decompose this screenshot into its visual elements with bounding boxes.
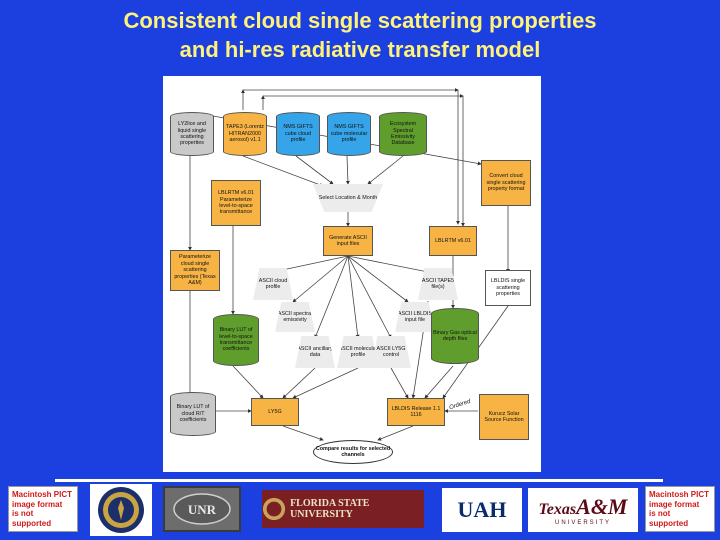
generate-ascii-input: Generate ASCII input files bbox=[323, 226, 373, 256]
fsu-seal-icon bbox=[262, 497, 286, 521]
tamu-am-text: A&M bbox=[576, 494, 628, 519]
ascii-lbldis-input: ASCII LBLDIS input file bbox=[395, 302, 435, 332]
parameterize-cloud-box: Parameterize cloud single scattering pro… bbox=[170, 250, 220, 291]
ascii-ancillary-data: ASCII ancillary data bbox=[295, 336, 335, 368]
navy-seal-icon bbox=[98, 487, 144, 533]
fsu-text: FLORIDA STATE UNIVERSITY bbox=[290, 498, 370, 520]
nms-molecular-profile: NMS GIFTS cube molecular profile bbox=[327, 112, 371, 156]
select-location-month: Select Location & Month bbox=[313, 184, 383, 212]
title-line-1: Consistent cloud single scattering prope… bbox=[123, 8, 597, 33]
kurucz-solar-box: Kurucz Solar Source Function bbox=[479, 394, 529, 440]
compare-results-oval: Compare results for selected channels bbox=[313, 440, 393, 464]
pict-placeholder-right: Macintosh PICT image format is not suppo… bbox=[645, 486, 715, 532]
lbldis-release-box: LBLDIS Release 1.1 1116 bbox=[387, 398, 445, 426]
pict-left-line-3: is not supported bbox=[12, 509, 52, 528]
ascii-spectral-emissivity: ASCII spectral emissivity bbox=[275, 302, 315, 332]
pict-left-line-1: Macintosh PICT bbox=[12, 490, 73, 499]
fsu-logo: FLORIDA STATE UNIVERSITY bbox=[262, 490, 424, 528]
divider-line bbox=[55, 479, 663, 482]
pict-right-line-2: image format bbox=[649, 499, 700, 509]
unr-emblem-icon: UNR bbox=[173, 493, 231, 525]
tape3-database: TAPE3 (Lorentz HITRAN2000 aerosol) v1.1 bbox=[223, 112, 267, 156]
nms-cloud-profile: NMS GIFTS cube cloud profile bbox=[276, 112, 320, 156]
slide-title: Consistent cloud single scattering prope… bbox=[0, 6, 720, 64]
lblrtm-right-box: LBLRTM v6.01 bbox=[429, 226, 477, 256]
tamu-texas-text: Texas bbox=[538, 501, 577, 518]
unr-logo: UNR bbox=[163, 486, 241, 532]
ecosystem-emissivity-database: Ecosystem Spectral Emissivity Database bbox=[379, 112, 427, 156]
pict-right-line-1: Macintosh PICT bbox=[649, 490, 710, 499]
uah-text: UAH bbox=[457, 497, 507, 522]
ly2-scattering-properties: LY2lice and liquid single scattering pro… bbox=[170, 112, 214, 156]
navy-seal-logo bbox=[90, 484, 152, 536]
pict-placeholder-left: Macintosh PICT image format is not suppo… bbox=[8, 486, 78, 532]
binary-lut-level-to-space: Binary LUT of level-to-space transmittan… bbox=[213, 314, 259, 366]
title-line-2: and hi-res radiative transfer model bbox=[179, 37, 541, 62]
convert-format-box: Convert cloud single scattering property… bbox=[481, 160, 531, 206]
binary-gas-optical-depth: Binary Gas optical depth files bbox=[431, 308, 479, 364]
flowchart-panel: LY2lice and liquid single scattering pro… bbox=[163, 76, 541, 472]
uah-logo: UAH bbox=[442, 488, 522, 532]
lblrtm-left-box: LBLRTM v6.01 Parameterize level-to-space… bbox=[211, 180, 261, 226]
ascii-molecular-profile: ASCII molecular profile bbox=[337, 336, 379, 368]
ascii-tape5: ASCII TAPE5 file(s) bbox=[418, 268, 458, 300]
binary-lut-cloud: Binary LUT of cloud R/T coefficients bbox=[170, 392, 216, 436]
tamu-university-text: UNIVERSITY bbox=[554, 520, 611, 526]
pict-right-line-3: is not supported bbox=[649, 509, 689, 528]
pict-left-line-2: image format bbox=[12, 499, 63, 509]
unr-text: UNR bbox=[188, 502, 217, 517]
lbldis-single-scattering: LBLDIS single scattering properties bbox=[485, 270, 531, 306]
ascii-cloud-profile: ASCII cloud profile bbox=[253, 268, 293, 300]
ly5g-box: LY5G bbox=[251, 398, 299, 426]
texas-am-logo: Texas A&M UNIVERSITY bbox=[528, 488, 638, 532]
ascii-ly5g-control: ASCII LY5G control bbox=[371, 336, 411, 368]
